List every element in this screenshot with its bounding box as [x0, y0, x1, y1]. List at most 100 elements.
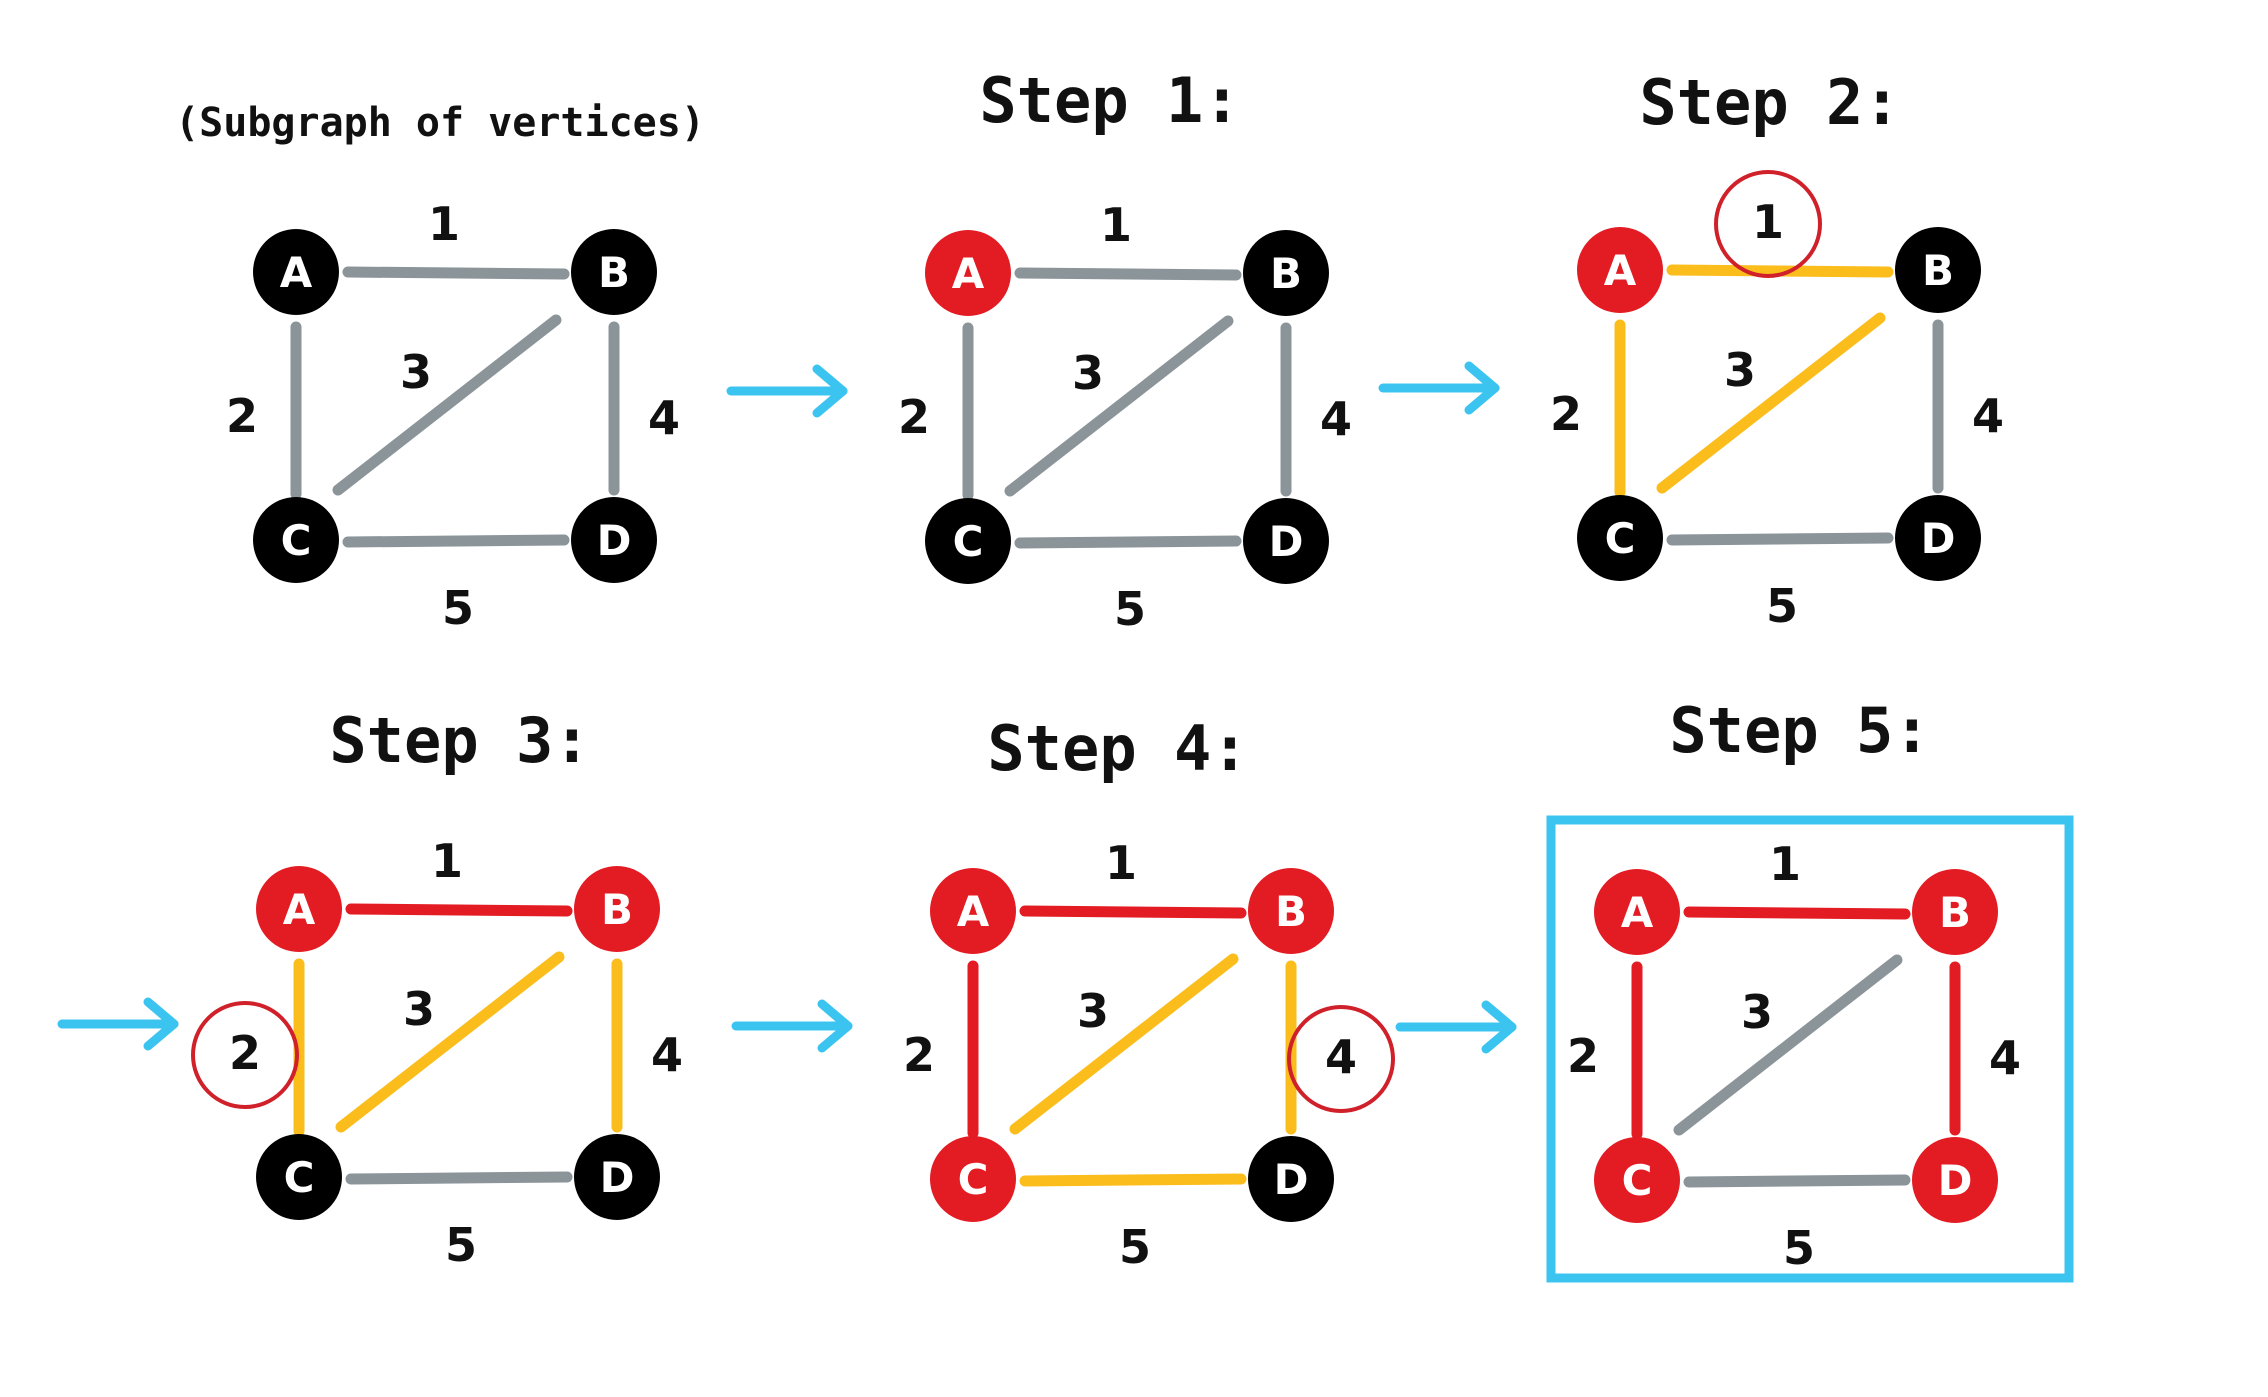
- edge-weight-ab: 1: [1100, 198, 1132, 252]
- node-label-c: C: [1622, 1156, 1653, 1205]
- edge-weight-bc: 3: [400, 345, 432, 399]
- edge-cd-default: [1666, 532, 1894, 546]
- node-label-b: B: [598, 248, 630, 297]
- node-c-unvisited: [925, 498, 1011, 584]
- edge-weight-bd: 4: [1972, 389, 2004, 443]
- node-label-a: A: [283, 885, 316, 934]
- node-c-visited: [930, 1136, 1016, 1222]
- edge-weight-bc: 3: [1077, 984, 1109, 1038]
- node-label-a: A: [957, 887, 990, 936]
- edge-weight-cd: 5: [442, 581, 474, 635]
- node-label-d: D: [1274, 1155, 1309, 1204]
- arrow-icon: [1395, 1000, 1517, 1054]
- node-label-b: B: [1939, 888, 1971, 937]
- node-b-visited: [1912, 869, 1998, 955]
- edge-weight-ac: 2: [1550, 387, 1582, 441]
- node-label-a: A: [1604, 246, 1637, 295]
- node-label-a: A: [952, 249, 985, 298]
- edge-weight-bd: 4: [1989, 1031, 2021, 1085]
- edge-weight-bc: 3: [1724, 343, 1756, 397]
- edge-weight-ab: 1: [431, 834, 463, 888]
- edge-bc-candidate: [1009, 953, 1239, 1135]
- node-label-b: B: [601, 885, 633, 934]
- node-label-b: B: [1275, 887, 1307, 936]
- arrow-icon: [731, 999, 853, 1053]
- highlight-circle: [1287, 1005, 1395, 1113]
- edge-cd-default: [345, 1171, 573, 1185]
- panel-title: Step 3:: [329, 704, 590, 777]
- node-label-a: A: [280, 248, 313, 297]
- node-label-d: D: [1269, 517, 1304, 566]
- node-b-unvisited: [1895, 227, 1981, 313]
- edge-weight-ac: 2: [903, 1028, 935, 1082]
- arrow-icon: [57, 997, 179, 1051]
- node-a-visited: [925, 230, 1011, 316]
- node-label-d: D: [597, 516, 632, 565]
- node-c-unvisited: [256, 1134, 342, 1220]
- result-box: [1546, 815, 2074, 1283]
- edge-ab-selected: [1683, 906, 1911, 920]
- node-label-c: C: [1605, 514, 1636, 563]
- node-d-unvisited: [574, 1134, 660, 1220]
- arrow-icon: [726, 364, 848, 418]
- edge-cd-default: [1014, 535, 1242, 549]
- edge-weight-bd: 4: [1325, 1030, 1357, 1084]
- panel-title: Step 2:: [1639, 66, 1900, 139]
- edge-weight-bc: 3: [1072, 346, 1104, 400]
- edge-weight-bd: 4: [1320, 392, 1352, 446]
- edge-bc-default: [332, 314, 562, 496]
- node-label-c: C: [284, 1153, 315, 1202]
- panel-title: Step 5:: [1669, 694, 1930, 767]
- edge-bc-candidate: [335, 951, 565, 1133]
- node-d-unvisited: [1248, 1136, 1334, 1222]
- node-d-unvisited: [1243, 498, 1329, 584]
- panel-title: Step 1:: [979, 64, 1240, 137]
- edge-weight-cd: 5: [1783, 1221, 1815, 1275]
- edge-weight-cd: 5: [1766, 579, 1798, 633]
- node-d-visited: [1912, 1137, 1998, 1223]
- edge-weight-ab: 1: [428, 197, 460, 251]
- node-b-visited: [574, 866, 660, 952]
- node-label-d: D: [1938, 1156, 1973, 1205]
- edge-weight-bd: 4: [648, 391, 680, 445]
- node-a-visited: [930, 868, 1016, 954]
- node-label-c: C: [281, 516, 312, 565]
- node-a-unvisited: [253, 229, 339, 315]
- node-label-c: C: [958, 1155, 989, 1204]
- edge-ab-selected: [345, 903, 573, 917]
- edge-weight-bd: 4: [651, 1028, 683, 1082]
- edge-weight-cd: 5: [1114, 582, 1146, 636]
- edge-cd-default: [1683, 1174, 1911, 1188]
- arrow-icon: [1378, 361, 1500, 415]
- edge-weight-ab: 1: [1769, 837, 1801, 891]
- edge-bc-default: [1004, 315, 1234, 497]
- edge-weight-ab: 1: [1752, 195, 1784, 249]
- node-label-b: B: [1270, 249, 1302, 298]
- edge-bc-candidate: [1656, 312, 1886, 494]
- edge-ab-default: [342, 266, 570, 280]
- edge-weight-ac: 2: [1567, 1029, 1599, 1083]
- node-label-d: D: [600, 1153, 635, 1202]
- highlight-circle: [1714, 170, 1822, 278]
- edge-weight-ac: 2: [226, 389, 258, 443]
- node-c-visited: [1594, 1137, 1680, 1223]
- node-c-unvisited: [1577, 495, 1663, 581]
- edge-cd-candidate: [1019, 1173, 1247, 1187]
- edge-weight-ac: 2: [898, 390, 930, 444]
- node-label-b: B: [1922, 246, 1954, 295]
- edge-ab-selected: [1019, 905, 1247, 919]
- edge-ab-default: [1014, 267, 1242, 281]
- edge-ab-candidate: [1666, 264, 1894, 278]
- node-a-visited: [256, 866, 342, 952]
- edge-weight-ab: 1: [1105, 836, 1137, 890]
- edge-weight-bc: 3: [403, 982, 435, 1036]
- edge-cd-default: [342, 534, 570, 548]
- node-a-visited: [1594, 869, 1680, 955]
